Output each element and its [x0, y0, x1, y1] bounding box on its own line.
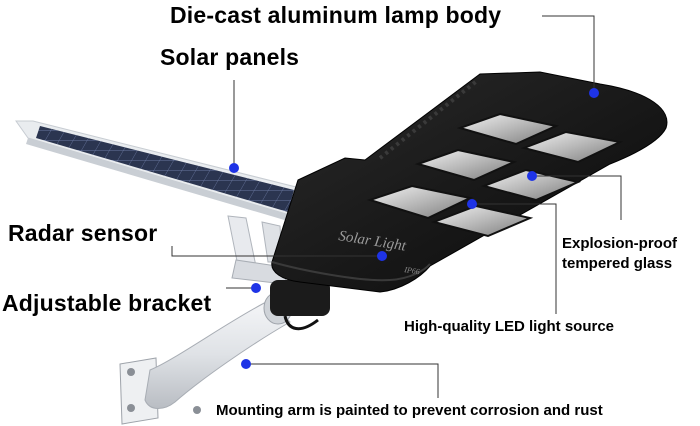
label-solar-panels: Solar panels	[160, 44, 300, 70]
label-radar-sensor: Radar sensor	[8, 220, 158, 246]
wall-mount-plate	[119, 357, 201, 425]
leader-lines	[171, 15, 622, 398]
marker-glass	[527, 171, 537, 181]
label-glass-line1: Explosion-proof	[562, 235, 677, 252]
leader-lamp-body	[542, 15, 595, 93]
marker-lamp-body	[589, 88, 599, 98]
label-mounting-arm: Mounting arm is painted to prevent corro…	[216, 402, 603, 419]
marker-radar-sensor	[377, 251, 387, 261]
lamp-body	[271, 71, 668, 293]
marker-solar-panels	[229, 163, 239, 173]
leader-radar-sensor	[171, 246, 382, 257]
label-bracket: Adjustable bracket	[2, 290, 212, 316]
leader-glass	[532, 175, 622, 220]
marker-arm	[241, 359, 251, 369]
callout-markers	[229, 88, 599, 369]
rating-text: IP66	[403, 265, 421, 276]
solar-panel	[15, 120, 309, 224]
leader-led	[472, 203, 557, 314]
label-glass: Explosion-proof tempered glass	[562, 234, 677, 274]
led-lens-array	[366, 112, 624, 238]
label-led-source: High-quality LED light source	[404, 318, 615, 335]
leader-arm	[246, 363, 439, 398]
label-glass-line2: tempered glass	[562, 255, 673, 272]
label-lamp-body: Die-cast aluminum lamp body	[170, 2, 502, 28]
adjustable-bracket-joint	[270, 280, 330, 331]
marker-bracket	[251, 283, 261, 293]
marker-led	[467, 199, 477, 209]
